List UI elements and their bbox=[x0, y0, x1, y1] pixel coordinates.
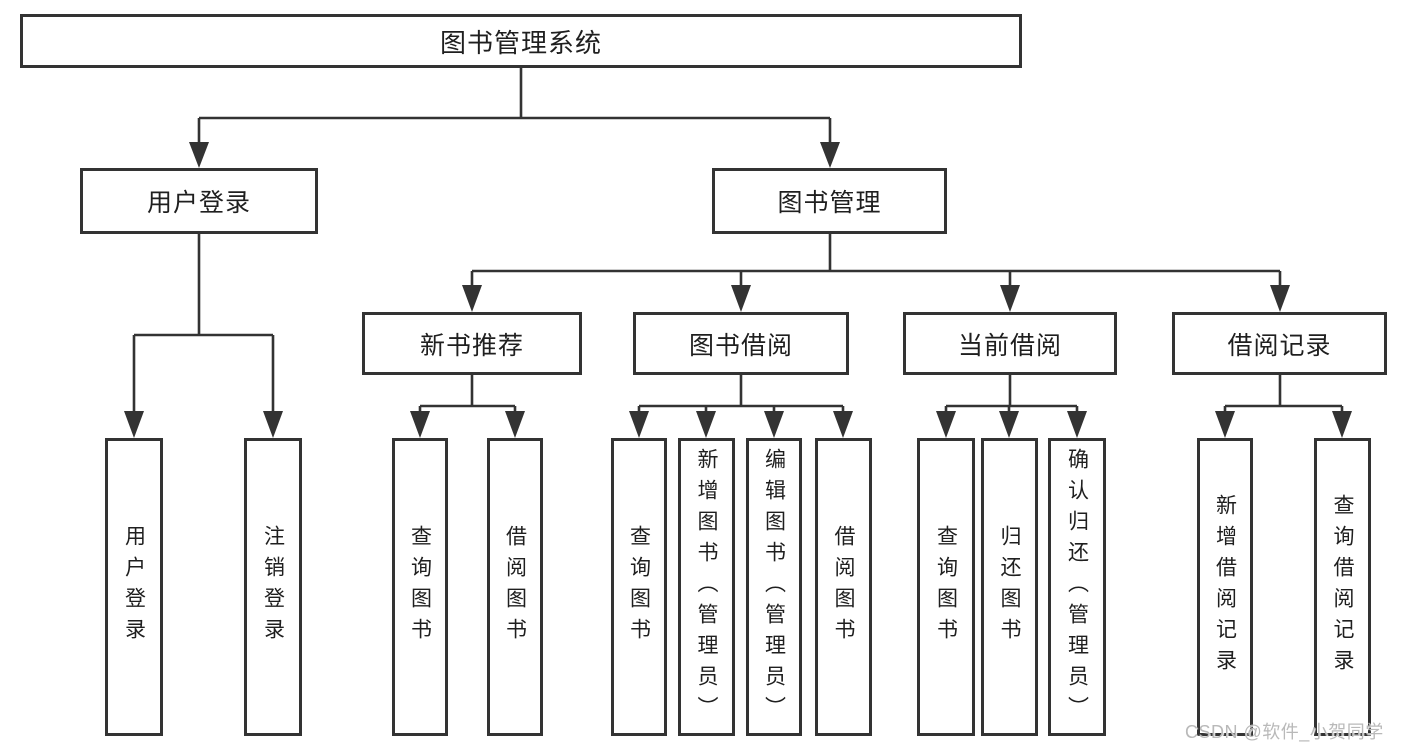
node-book-management: 图书管理 bbox=[712, 168, 947, 234]
node-cb-confirm-return-admin: 确认归还（管理员） bbox=[1048, 438, 1106, 736]
node-br-add-record: 新增借阅记录 bbox=[1197, 438, 1253, 736]
node-cb-return-book: 归还图书 bbox=[981, 438, 1038, 736]
node-book-borrow: 图书借阅 bbox=[633, 312, 849, 375]
node-logout: 注销登录 bbox=[244, 438, 302, 736]
node-nbr-query-book: 查询图书 bbox=[392, 438, 448, 736]
node-borrow-records: 借阅记录 bbox=[1172, 312, 1387, 375]
node-bb-add-book-admin: 新增图书（管理员） bbox=[678, 438, 735, 736]
node-bb-query-book: 查询图书 bbox=[611, 438, 667, 736]
node-br-query-record: 查询借阅记录 bbox=[1314, 438, 1371, 736]
node-user-login: 用户登录 bbox=[80, 168, 318, 234]
node-new-book-recommend: 新书推荐 bbox=[362, 312, 582, 375]
node-bb-borrow-book: 借阅图书 bbox=[815, 438, 872, 736]
node-current-borrow: 当前借阅 bbox=[903, 312, 1117, 375]
node-nbr-borrow-book: 借阅图书 bbox=[487, 438, 543, 736]
watermark: CSDN @软件_小贺同学 bbox=[1185, 722, 1384, 742]
node-bb-edit-book-admin: 编辑图书（管理员） bbox=[746, 438, 802, 736]
node-root: 图书管理系统 bbox=[20, 14, 1022, 68]
node-cb-query-book: 查询图书 bbox=[917, 438, 975, 736]
node-login: 用户登录 bbox=[105, 438, 163, 736]
arrowheads bbox=[124, 142, 1352, 438]
